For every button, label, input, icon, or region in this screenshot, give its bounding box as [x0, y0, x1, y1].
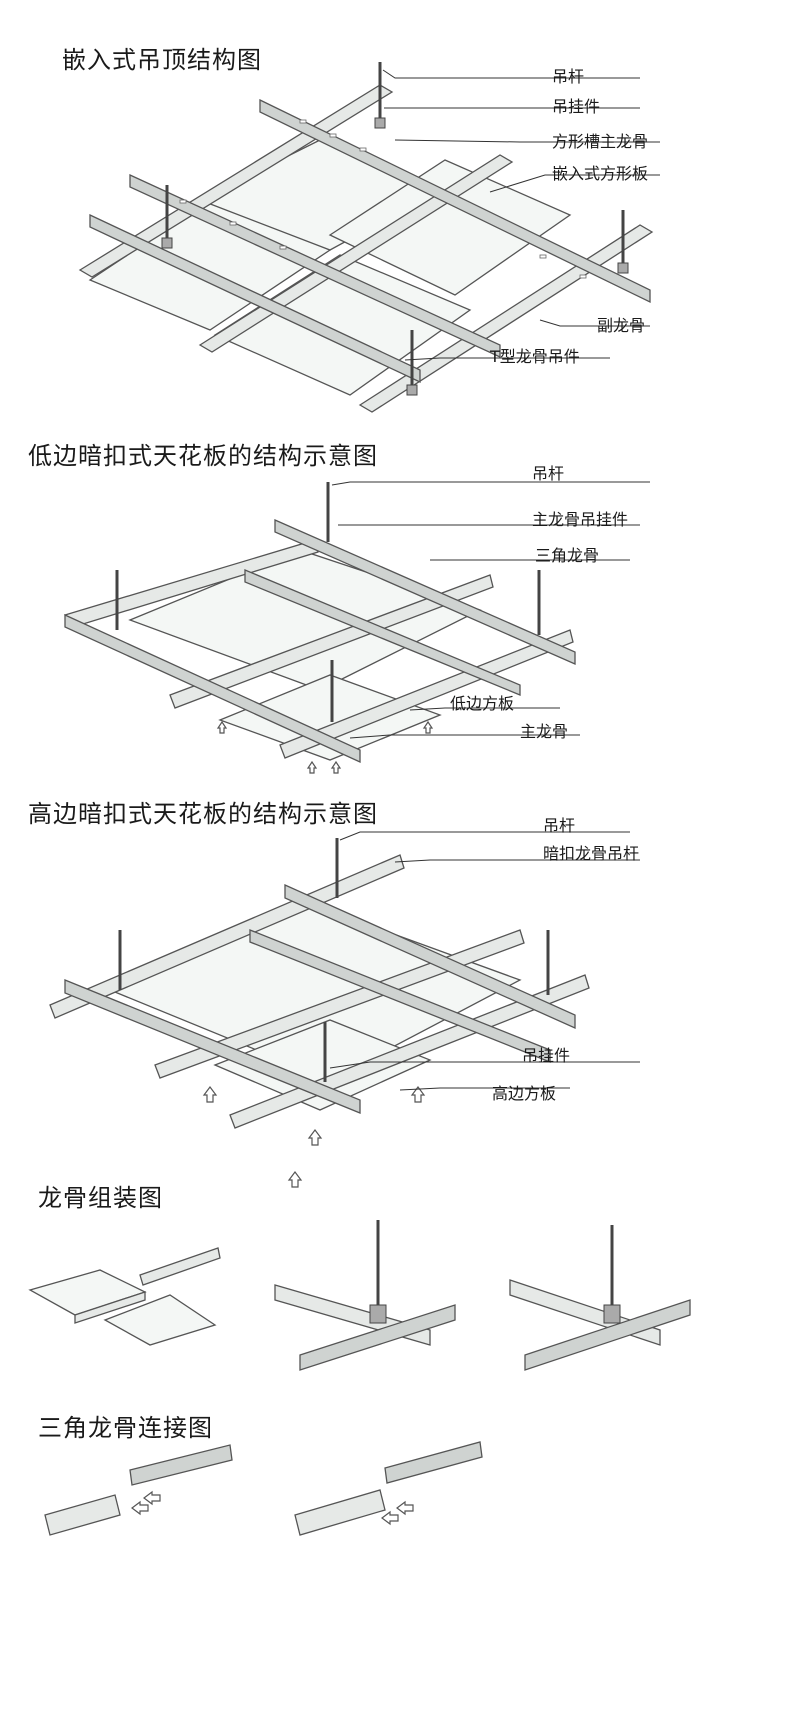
label-high-edge-panel: 高边方板 [492, 1084, 557, 1103]
connection-step-2 [294, 1441, 483, 1536]
section-title: 龙骨组装图 [38, 1184, 163, 1212]
install-arrows [216, 720, 434, 774]
secondary-runner [284, 883, 576, 1030]
connection-step-1 [44, 1444, 233, 1536]
embedded-ceiling-diagram [78, 62, 660, 413]
label-concealed-runner-hanger-rod: 暗扣龙骨吊杆 [543, 844, 640, 863]
section-triangle-runner-connection: 三角龙骨连接图 [0, 1400, 790, 1720]
high-edge-ceiling-diagram [49, 831, 640, 1188]
main-runner [358, 224, 654, 413]
install-arrows [202, 1086, 426, 1188]
low-edge-ceiling-diagram [64, 481, 650, 774]
hanger-rods [161, 62, 629, 396]
label-main-runner: 主龙骨 [520, 722, 569, 741]
cross-runner [129, 173, 501, 359]
main-runner [169, 574, 494, 709]
section-title: 三角龙骨连接图 [38, 1414, 213, 1442]
section-title: 高边暗扣式天花板的结构示意图 [28, 800, 378, 828]
label-main-runner-hanger: 主龙骨吊挂件 [532, 510, 629, 529]
section-embedded-ceiling: 嵌入式吊顶结构图 [0, 0, 790, 455]
triangle-runner-connection-diagram [44, 1441, 483, 1536]
label-hanger: 吊挂件 [552, 97, 601, 116]
runner-slots [179, 119, 587, 279]
label-t-runner-hanger: T型龙骨吊件 [490, 347, 580, 366]
label-triangle-runner: 三角龙骨 [535, 546, 600, 565]
leader-lines [331, 481, 650, 739]
section-title: 低边暗扣式天花板的结构示意图 [28, 442, 378, 470]
section-runner-assembly: 龙骨组装图 [0, 1170, 790, 1400]
label-embedded-square-panel: 嵌入式方形板 [552, 164, 649, 183]
hanger-rods [115, 482, 541, 722]
label-low-edge-panel: 低边方板 [450, 694, 515, 713]
assembly-step-3 [509, 1225, 691, 1371]
embedded-square-panel [328, 159, 572, 296]
leader-lines [329, 831, 640, 1091]
runner-assembly-diagram [28, 1220, 691, 1371]
label-square-main-runner: 方形槽主龙骨 [552, 132, 649, 151]
cross-runner [259, 98, 651, 304]
triangle-runner [274, 519, 576, 665]
leader-lines [382, 69, 660, 361]
secondary-runner [64, 979, 361, 1114]
label-hanger-rod: 吊杆 [532, 464, 565, 483]
label-hanger-rod: 吊杆 [543, 816, 576, 835]
label-hanger-rod: 吊杆 [552, 67, 585, 86]
label-secondary-runner: 副龙骨 [597, 316, 646, 335]
hanger-rods [118, 838, 550, 1082]
assembly-step-2 [274, 1220, 456, 1371]
cross-runner [89, 213, 421, 384]
ceiling-panel [213, 254, 472, 396]
section-high-edge-ceiling: 高边暗扣式天花板的结构示意图 [0, 790, 790, 1188]
section-low-edge-ceiling: 低边暗扣式天花板的结构示意图 [0, 430, 790, 800]
assembly-step-1 [28, 1247, 221, 1346]
triangle-runner [64, 613, 361, 764]
main-runner [49, 854, 405, 1019]
label-hanger: 吊挂件 [522, 1046, 571, 1065]
triangle-runner [244, 569, 521, 696]
section-title: 嵌入式吊顶结构图 [62, 46, 262, 74]
main-runner [154, 929, 525, 1079]
